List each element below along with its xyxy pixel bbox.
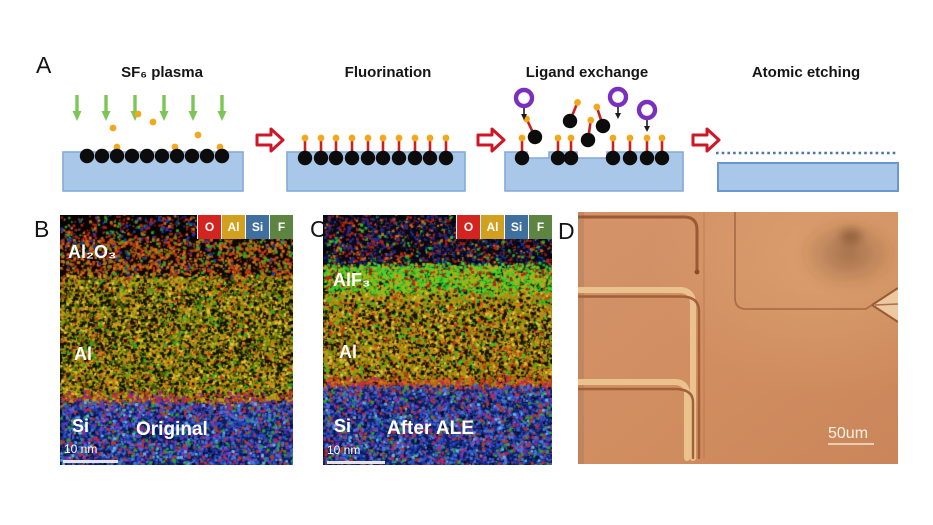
legend-Si: Si: [245, 215, 269, 239]
legend-Al: Al: [480, 215, 504, 239]
panel-b-label: B: [34, 216, 49, 243]
legend-O: O: [456, 215, 480, 239]
panel-d-label: D: [558, 218, 575, 245]
legend-F: F: [528, 215, 552, 239]
panel-a-schematic: SF₆ plasma Fluorination Ligand exchange …: [30, 48, 910, 200]
layer-label-si: Si: [72, 417, 89, 435]
panel-c-element-legend: O Al Si F: [456, 215, 552, 239]
legend-Al: Al: [221, 215, 245, 239]
panel-b-scale-label: 10 nm: [64, 443, 97, 455]
panel-d-image: 50um: [578, 212, 898, 464]
panel-c-caption: After ALE: [387, 419, 474, 438]
legend-Si: Si: [504, 215, 528, 239]
micrograph-dark-smudge: [798, 218, 898, 290]
step-arrow-1: [257, 129, 283, 151]
layer-label-alf3: AlF₃: [333, 271, 370, 289]
panel-b-element-legend: O Al Si F: [197, 215, 293, 239]
legend-F: F: [269, 215, 293, 239]
step-arrow-2: [478, 129, 504, 151]
stage1-fluorine-dots: [110, 111, 224, 151]
stage3-title: Ligand exchange: [526, 64, 649, 81]
panel-b-eds-map: O Al Si F Al₂O₃ Al Si Original 10 nm: [60, 215, 293, 465]
layer-label-al: Al: [74, 345, 92, 363]
layer-label-si: Si: [334, 417, 351, 435]
stage4-substrate: [718, 163, 898, 191]
panel-d-scale-label: 50um: [828, 425, 868, 442]
panel-c-eds-map: O Al Si F AlF₃ Al Si After ALE 10 nm: [323, 215, 552, 465]
waveguide-line-1-end: [695, 270, 700, 275]
stage1-title: SF₆ plasma: [121, 64, 203, 81]
legend-O: O: [197, 215, 221, 239]
micrograph-left-edge-shade: [578, 212, 584, 464]
stage2-title: Fluorination: [345, 64, 432, 81]
panel-d-micrograph: 50um: [578, 212, 898, 464]
panel-c-scale-bar: [327, 461, 385, 464]
step-arrow-3: [693, 129, 719, 151]
panel-b-scale-bar: [63, 460, 118, 463]
panel-c-scale-label: 10 nm: [327, 444, 360, 456]
layer-label-al2o3: Al₂O₃: [68, 243, 116, 261]
stage3-ligand-molecules: [516, 89, 655, 132]
stage3-desorbing-etch-products: [519, 97, 612, 149]
stage1-plasma-arrows: [73, 95, 227, 121]
stage4-title: Atomic etching: [752, 64, 860, 81]
panel-b-caption: Original: [136, 420, 208, 439]
probe-tip-notch: [875, 304, 898, 305]
layer-label-al: Al: [339, 343, 357, 361]
